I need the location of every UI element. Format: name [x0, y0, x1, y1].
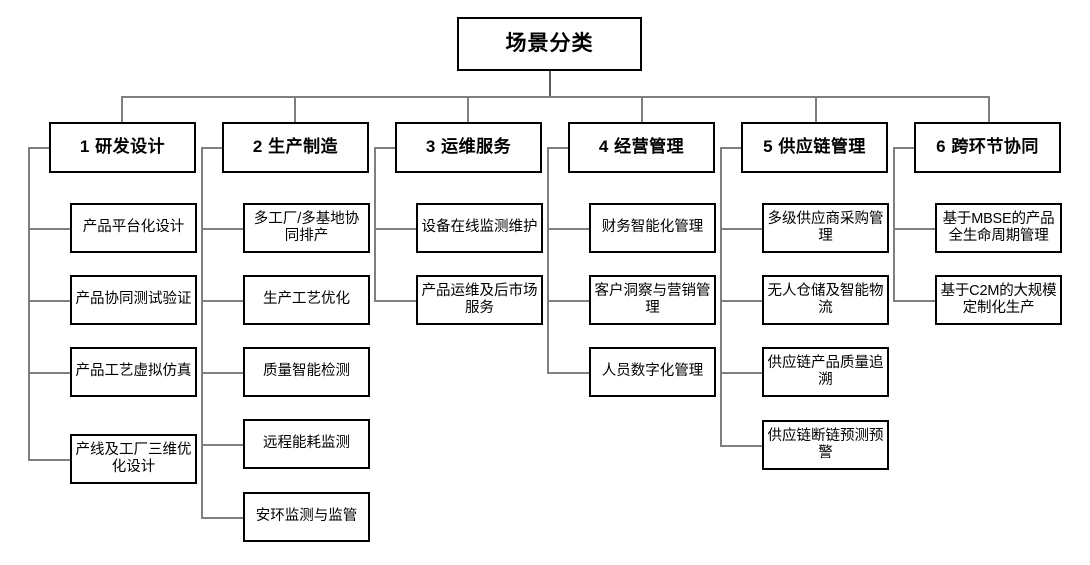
- category-drop-connector-5: [815, 96, 817, 122]
- leaf-connector-6-2: [893, 300, 936, 302]
- leaf-node-2-4[interactable]: 远程能耗监测: [243, 419, 370, 469]
- category-drop-connector-6: [988, 96, 990, 122]
- leaf-node-5-1[interactable]: 多级供应商采购管理: [762, 203, 889, 253]
- leaf-node-6-2[interactable]: 基于C2M的大规模定制化生产: [935, 275, 1062, 325]
- leaf-connector-1-1: [28, 228, 71, 230]
- leaf-node-2-1[interactable]: 多工厂/多基地协同排产: [243, 203, 370, 253]
- category-spine-1: [28, 147, 30, 460]
- leaf-label-2-4: 远程能耗监测: [263, 435, 350, 452]
- category-spine-5: [720, 147, 722, 447]
- leaf-node-1-2[interactable]: 产品协同测试验证: [70, 275, 197, 325]
- category-spine-stub-2: [201, 147, 223, 149]
- leaf-node-3-1[interactable]: 设备在线监测维护: [416, 203, 543, 253]
- leaf-connector-4-1: [547, 228, 590, 230]
- leaf-label-1-2: 产品协同测试验证: [75, 291, 192, 308]
- leaf-node-4-2[interactable]: 客户洞察与营销管理: [589, 275, 716, 325]
- leaf-connector-5-1: [720, 228, 763, 230]
- leaf-label-4-3: 人员数字化管理: [601, 363, 704, 380]
- leaf-connector-5-4: [720, 445, 763, 447]
- leaf-label-5-4: 供应链断链预测预警: [767, 427, 884, 461]
- leaf-node-4-1[interactable]: 财务智能化管理: [589, 203, 716, 253]
- leaf-connector-5-3: [720, 372, 763, 374]
- category-spine-stub-5: [720, 147, 742, 149]
- leaf-connector-2-1: [201, 228, 244, 230]
- category-drop-connector-4: [641, 96, 643, 122]
- leaf-node-4-3[interactable]: 人员数字化管理: [589, 347, 716, 397]
- root-stem-connector: [549, 71, 551, 97]
- leaf-connector-3-2: [374, 300, 417, 302]
- category-node-2[interactable]: 2 生产制造: [222, 122, 369, 173]
- root-node[interactable]: 场景分类: [457, 17, 642, 71]
- leaf-connector-1-2: [28, 300, 71, 302]
- category-spine-6: [893, 147, 895, 301]
- leaf-node-6-1[interactable]: 基于MBSE的产品全生命周期管理: [935, 203, 1062, 253]
- category-spine-stub-4: [547, 147, 569, 149]
- leaf-connector-1-4: [28, 459, 71, 461]
- leaf-connector-4-3: [547, 372, 590, 374]
- category-label-1: 1 研发设计: [79, 137, 166, 157]
- category-label-5: 5 供应链管理: [763, 137, 866, 157]
- leaf-node-1-3[interactable]: 产品工艺虚拟仿真: [70, 347, 197, 397]
- leaf-connector-6-1: [893, 228, 936, 230]
- category-label-2: 2 生产制造: [252, 137, 339, 157]
- leaf-node-2-3[interactable]: 质量智能检测: [243, 347, 370, 397]
- leaf-node-2-2[interactable]: 生产工艺优化: [243, 275, 370, 325]
- leaf-label-2-3: 质量智能检测: [263, 363, 350, 380]
- leaf-label-1-1: 产品平台化设计: [82, 219, 185, 236]
- category-label-4: 4 经营管理: [598, 137, 685, 157]
- leaf-label-1-3: 产品工艺虚拟仿真: [75, 363, 192, 380]
- category-drop-connector-1: [121, 96, 123, 122]
- category-node-3[interactable]: 3 运维服务: [395, 122, 542, 173]
- leaf-label-5-1: 多级供应商采购管理: [767, 210, 884, 244]
- category-spine-4: [547, 147, 549, 374]
- leaf-connector-2-3: [201, 372, 244, 374]
- category-label-6: 6 跨环节协同: [936, 137, 1039, 157]
- category-spine-stub-6: [893, 147, 915, 149]
- leaf-node-3-2[interactable]: 产品运维及后市场服务: [416, 275, 543, 325]
- category-spine-3: [374, 147, 376, 301]
- category-node-6[interactable]: 6 跨环节协同: [914, 122, 1061, 173]
- category-spine-stub-1: [28, 147, 50, 149]
- category-spine-stub-3: [374, 147, 396, 149]
- category-node-1[interactable]: 1 研发设计: [49, 122, 196, 173]
- leaf-connector-1-3: [28, 372, 71, 374]
- category-node-5[interactable]: 5 供应链管理: [741, 122, 888, 173]
- category-label-3: 3 运维服务: [425, 137, 512, 157]
- leaf-label-2-1: 多工厂/多基地协同排产: [253, 210, 360, 244]
- leaf-label-6-2: 基于C2M的大规模定制化生产: [940, 282, 1057, 316]
- root-node-label: 场景分类: [505, 31, 594, 55]
- leaf-label-3-1: 设备在线监测维护: [421, 219, 538, 236]
- leaf-node-2-5[interactable]: 安环监测与监管: [243, 492, 370, 542]
- leaf-label-1-4: 产线及工厂三维优化设计: [75, 441, 192, 475]
- category-drop-connector-2: [294, 96, 296, 122]
- leaf-node-5-2[interactable]: 无人仓储及智能物流: [762, 275, 889, 325]
- leaf-node-1-1[interactable]: 产品平台化设计: [70, 203, 197, 253]
- leaf-label-6-1: 基于MBSE的产品全生命周期管理: [942, 210, 1055, 244]
- leaf-label-4-2: 客户洞察与营销管理: [594, 282, 711, 316]
- leaf-label-3-2: 产品运维及后市场服务: [421, 282, 538, 316]
- leaf-label-2-5: 安环监测与监管: [255, 508, 358, 525]
- leaf-label-5-3: 供应链产品质量追溯: [767, 354, 884, 388]
- leaf-label-5-2: 无人仓储及智能物流: [767, 282, 884, 316]
- leaf-node-1-4[interactable]: 产线及工厂三维优化设计: [70, 434, 197, 484]
- leaf-connector-4-2: [547, 300, 590, 302]
- leaf-node-5-3[interactable]: 供应链产品质量追溯: [762, 347, 889, 397]
- leaf-connector-3-1: [374, 228, 417, 230]
- category-node-4[interactable]: 4 经营管理: [568, 122, 715, 173]
- leaf-connector-2-2: [201, 300, 244, 302]
- leaf-node-5-4[interactable]: 供应链断链预测预警: [762, 420, 889, 470]
- leaf-connector-2-5: [201, 517, 244, 519]
- category-spine-2: [201, 147, 203, 519]
- category-bus-connector: [121, 96, 989, 98]
- leaf-connector-5-2: [720, 300, 763, 302]
- leaf-label-2-2: 生产工艺优化: [263, 291, 350, 308]
- leaf-connector-2-4: [201, 444, 244, 446]
- category-drop-connector-3: [467, 96, 469, 122]
- leaf-label-4-1: 财务智能化管理: [601, 219, 704, 236]
